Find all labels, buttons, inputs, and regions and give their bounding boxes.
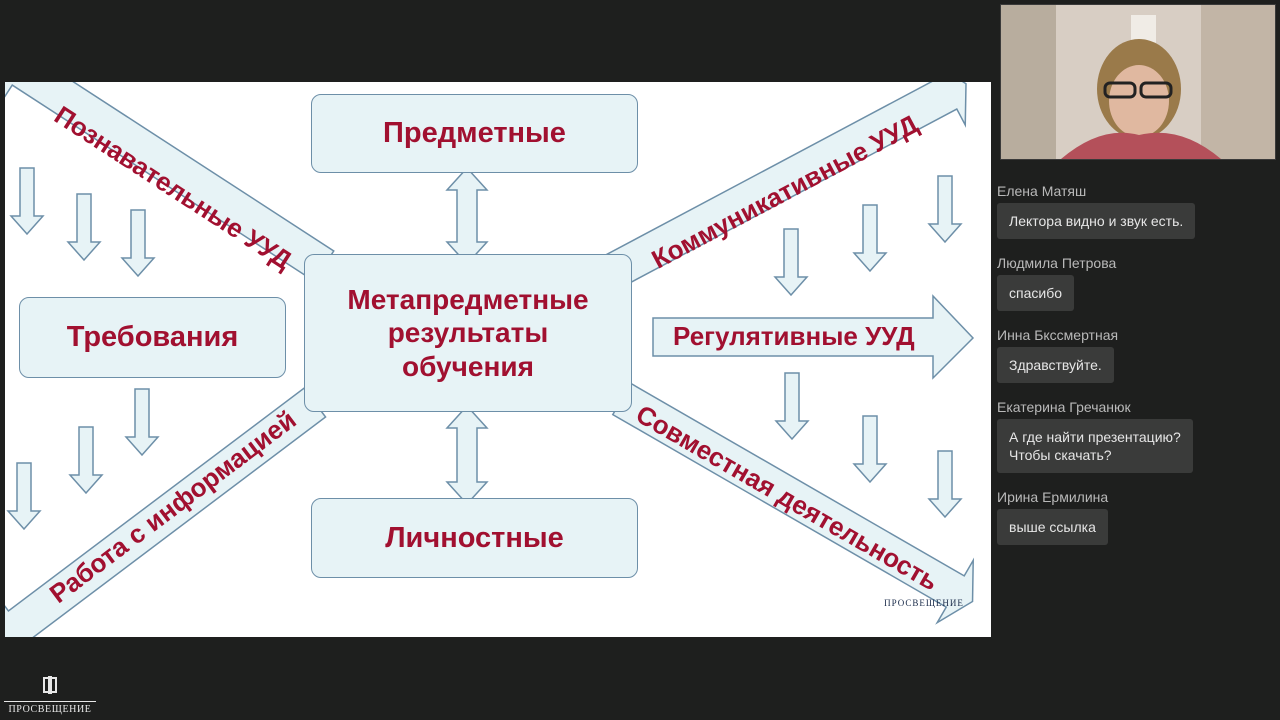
chat-message-text: Лектора видно и звук есть. — [997, 203, 1196, 239]
label-regulative-uud: Регулятивные УУД — [673, 321, 915, 351]
chat-message: Ирина Ермилина выше ссылка — [997, 486, 1277, 558]
chat-message-text: спасибо — [997, 275, 1074, 311]
box-requirements: Требования — [19, 297, 286, 378]
chat-message-text: выше ссылка — [997, 509, 1108, 545]
footer-publisher-logo: ПРОСВЕЩЕНИЕ — [4, 676, 96, 715]
chat-message-author: Ирина Ермилина — [997, 489, 1109, 505]
arrow-right — [652, 294, 975, 380]
speaker-webcam — [1000, 4, 1276, 160]
presentation-slide: Предметные Метапредметные результаты обу… — [5, 82, 991, 637]
chat-message-author: Инна Бкссмертная — [997, 327, 1119, 343]
box-personal-results: Личностные — [311, 498, 638, 578]
chat-message-text: Здравствуйте. — [997, 347, 1114, 383]
double-arrow-top — [445, 166, 489, 266]
chat-message-text: А где найти презентацию? Чтобы скачать? — [997, 419, 1193, 473]
arrow-top-right — [598, 82, 967, 291]
box-metasubject-results: Метапредметные результаты обучения — [304, 254, 632, 412]
slide-publisher-logo: ПРОСВЕЩЕНИЕ — [884, 598, 964, 608]
chat-message-author: Людмила Петрова — [997, 255, 1117, 271]
double-arrow-bottom — [445, 404, 489, 506]
slide-arrows-layer — [5, 82, 975, 637]
arrow-bottom-right — [611, 382, 975, 625]
person-video-icon — [1001, 5, 1275, 159]
chat-message: Екатерина Гречанюк А где найти презентаци… — [997, 396, 1277, 486]
box-subject-results: Предметные — [311, 94, 638, 173]
publisher-emblem-icon — [43, 676, 57, 694]
chat-message: Людмила Петрова спасибо — [997, 252, 1277, 324]
chat-message-author: Елена Матяш — [997, 183, 1087, 199]
chat-message-author: Екатерина Гречанюк — [997, 399, 1131, 415]
